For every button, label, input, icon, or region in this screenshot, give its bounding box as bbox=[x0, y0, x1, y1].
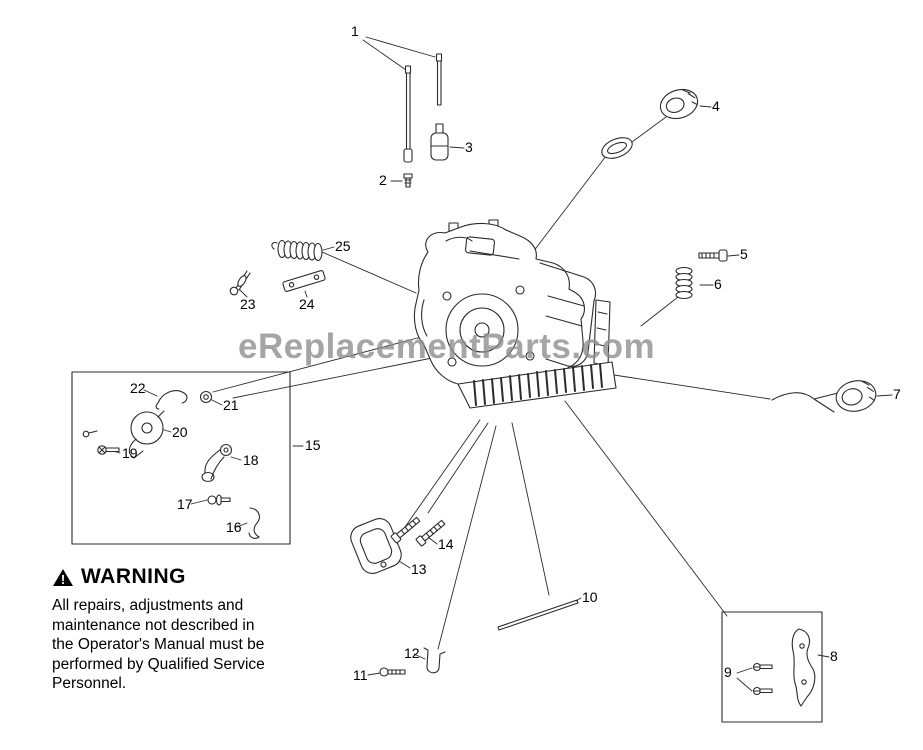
callout-16: 16 bbox=[226, 519, 242, 535]
part-11-bolt bbox=[379, 667, 406, 677]
part-1-fuel-lines bbox=[403, 53, 443, 163]
callout-21: 21 bbox=[223, 397, 239, 413]
callout-20: 20 bbox=[172, 424, 188, 440]
callout-18: 18 bbox=[243, 452, 259, 468]
callout-1: 1 bbox=[351, 23, 359, 39]
part-18-lever bbox=[201, 443, 233, 483]
warning-line: Personnel. bbox=[52, 675, 127, 692]
warning-triangle-icon: ! bbox=[53, 568, 73, 587]
part-6-spring bbox=[675, 266, 693, 300]
callout-14: 14 bbox=[438, 536, 454, 552]
warning-block: ! WARNING All repairs, adjustments and m… bbox=[52, 565, 308, 694]
warning-header: ! WARNING bbox=[52, 565, 308, 589]
callout-19: 19 bbox=[122, 445, 138, 461]
warning-line: All repairs, adjustments and bbox=[52, 597, 244, 614]
part-23-screw bbox=[229, 270, 251, 296]
engine-assembly bbox=[413, 219, 617, 409]
bottom-rail-hatching bbox=[473, 363, 603, 406]
part-7-cap-and-clip bbox=[771, 380, 877, 413]
part-13-cover bbox=[350, 518, 402, 574]
svg-text:!: ! bbox=[61, 572, 65, 587]
part-20-pawl bbox=[128, 410, 165, 459]
callout-13: 13 bbox=[411, 561, 427, 577]
leader-lines bbox=[108, 36, 893, 692]
callout-12: 12 bbox=[404, 645, 420, 661]
part-16-hook bbox=[248, 507, 260, 539]
part-3-fuel-filter bbox=[430, 123, 449, 161]
callout-7: 7 bbox=[893, 386, 901, 402]
callout-9: 9 bbox=[724, 664, 732, 680]
callout-17: 17 bbox=[177, 496, 193, 512]
part-24-plate bbox=[282, 270, 326, 292]
callout-8: 8 bbox=[830, 648, 838, 664]
warning-line: maintenance not described in bbox=[52, 616, 255, 634]
part-10-rod bbox=[497, 599, 579, 631]
callout-5: 5 bbox=[740, 246, 748, 262]
part-17-screw bbox=[207, 494, 231, 506]
part-4-oil-cap bbox=[601, 88, 699, 159]
watermark: eReplacementParts.com bbox=[238, 327, 656, 366]
callout-24: 24 bbox=[299, 296, 315, 312]
part-14-bolts bbox=[390, 516, 446, 547]
callout-11: 11 bbox=[353, 667, 368, 683]
callout-3: 3 bbox=[465, 139, 473, 155]
part-19-screws bbox=[82, 430, 120, 455]
part-8-bracket bbox=[791, 628, 816, 707]
callout-10: 10 bbox=[582, 589, 598, 605]
part-21-nut bbox=[199, 390, 213, 404]
part-5-screw bbox=[698, 249, 728, 262]
callout-6: 6 bbox=[714, 276, 722, 292]
warning-text: All repairs, adjustments and maintenance… bbox=[52, 596, 308, 694]
callout-15: 15 bbox=[305, 437, 321, 453]
part-12-clip bbox=[423, 647, 446, 674]
callout-22: 22 bbox=[130, 380, 146, 396]
callout-23: 23 bbox=[240, 296, 256, 312]
warning-title: WARNING bbox=[81, 565, 186, 588]
warning-line: the Operator's Manual must be bbox=[52, 636, 265, 653]
inset-box-8 bbox=[721, 611, 823, 723]
callout-25: 25 bbox=[335, 238, 351, 254]
part-9-screws bbox=[752, 662, 773, 696]
callout-2: 2 bbox=[379, 172, 387, 188]
inset-box-15 bbox=[71, 371, 291, 545]
part-25-spring bbox=[271, 239, 323, 262]
callout-4: 4 bbox=[712, 98, 720, 114]
part-2-screw bbox=[403, 173, 413, 188]
warning-line: performed by Qualified Service bbox=[52, 655, 265, 673]
part-22-spring-wire bbox=[155, 390, 188, 410]
